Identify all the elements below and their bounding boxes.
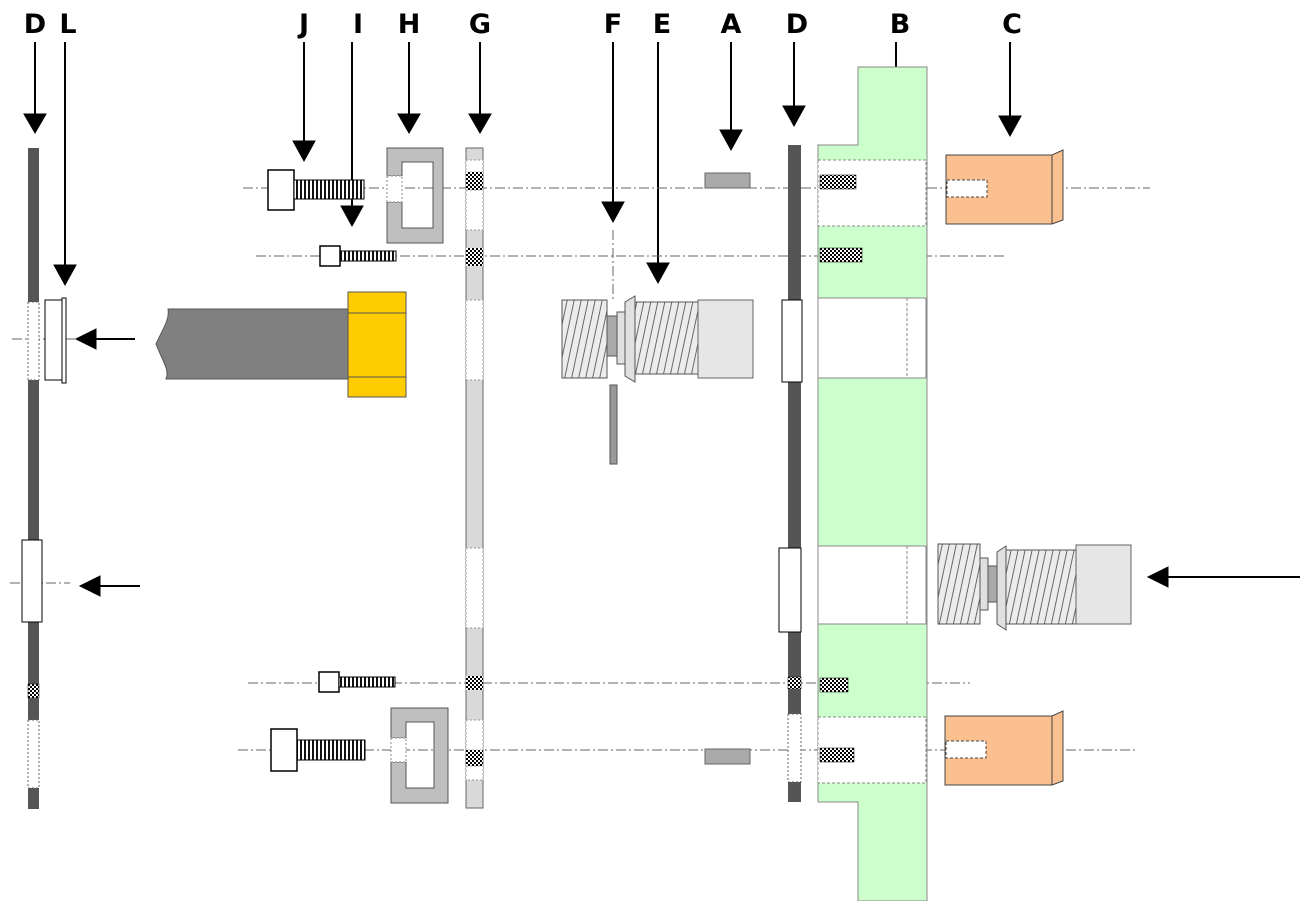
plunger-e [561,295,754,383]
arrow-left-icon [74,328,1300,597]
label-b: B [890,9,911,40]
plate-d-left [21,148,43,809]
plate-d-right [778,145,803,802]
label-a: A [721,9,742,40]
label-f: F [604,9,622,40]
label-j: J [297,9,309,40]
handle [155,291,407,398]
label-l: L [59,9,76,40]
arrow-down-icon [23,42,1022,287]
label-c: C [1002,9,1022,40]
screw-j-top [267,169,365,211]
screw-i-top [319,245,397,267]
part-labels: D L J I H G F E A D B C [24,9,1022,40]
clamp-h-bottom [390,707,449,804]
label-g: G [469,9,491,40]
clamp-h-top [386,147,444,244]
bushing-c-bottom [944,710,1064,786]
pin-a-top [704,172,751,189]
label-d-left: D [24,9,46,40]
plate-g [465,147,484,809]
screw-i-bottom [318,671,396,693]
bushing-c-top [945,149,1064,225]
pin-f [609,384,618,465]
plunger-inserted [937,543,1132,631]
center-lines [10,187,1150,751]
label-h: H [398,9,421,40]
screw-j-bottom [270,728,366,772]
pin-a-bottom [704,748,751,765]
label-d-right: D [786,9,808,40]
label-i: I [353,9,363,40]
bushing-l [44,297,67,384]
label-e: E [653,9,671,40]
block-b [817,66,928,901]
